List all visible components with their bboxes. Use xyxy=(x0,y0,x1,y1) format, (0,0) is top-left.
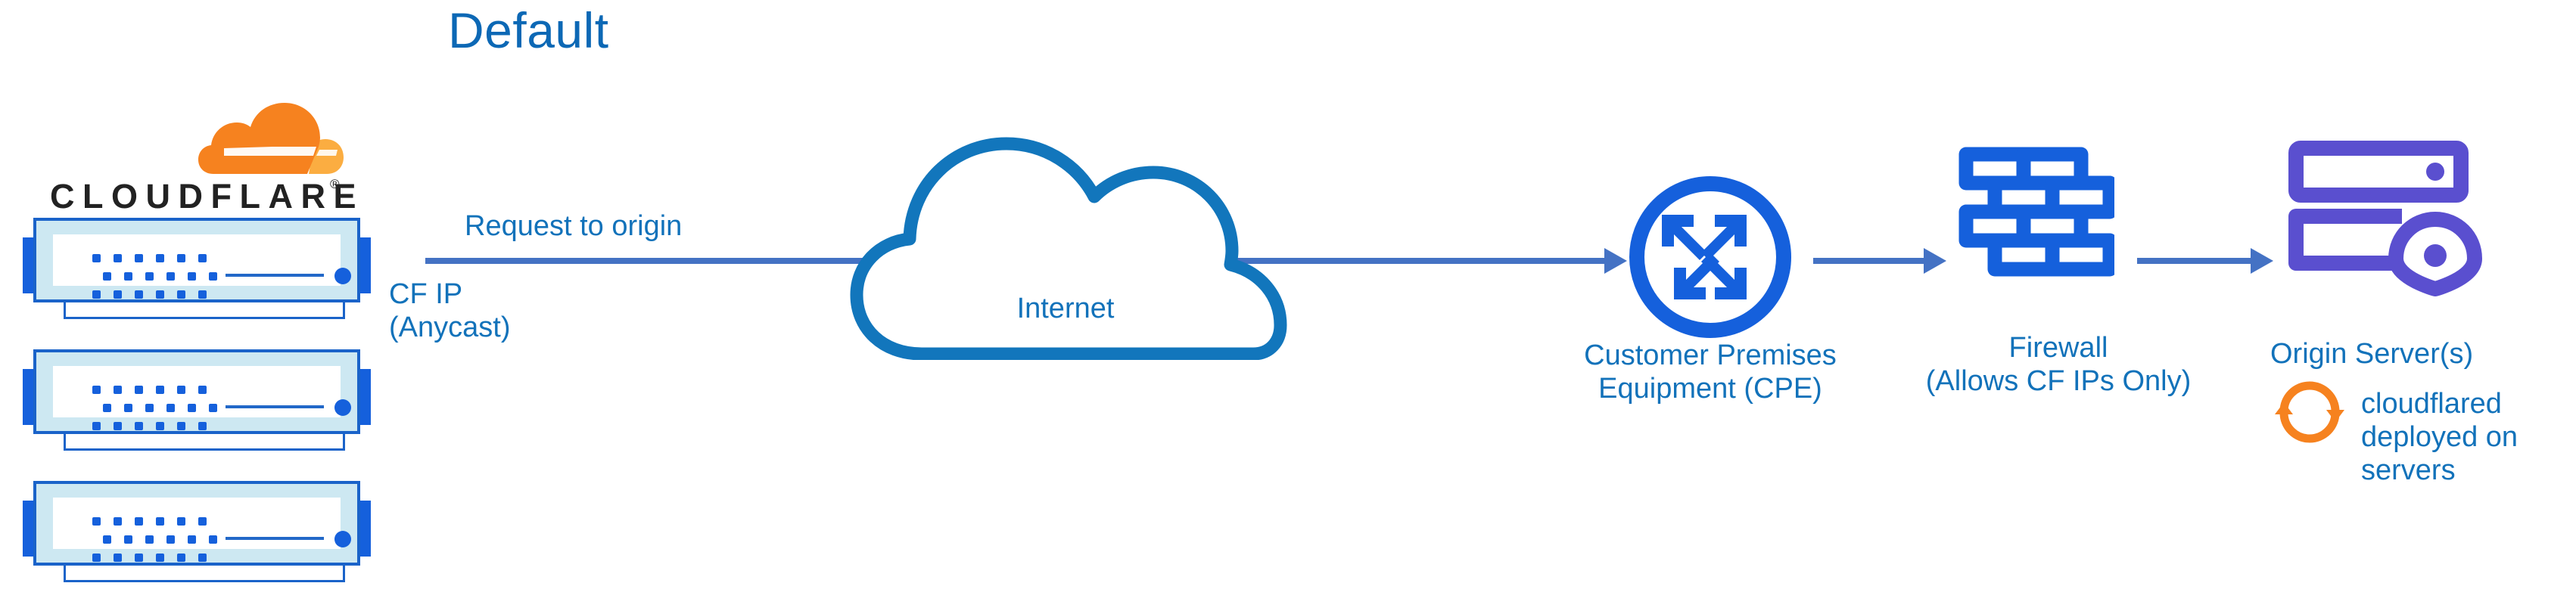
registered-trademark-symbol: ® xyxy=(330,177,340,191)
arrow-cpe-to-firewall-line xyxy=(1813,258,1924,264)
server-vent-dots-icon xyxy=(92,254,219,301)
sync-refresh-icon xyxy=(2273,378,2346,446)
server-faceplate xyxy=(53,234,351,299)
server-chassis xyxy=(33,481,360,566)
internet-cloud-icon xyxy=(846,110,1294,361)
server-faceplate xyxy=(53,498,351,562)
server-chassis xyxy=(33,218,360,302)
page-title: Default xyxy=(448,2,609,58)
server-led-indicator xyxy=(334,531,351,547)
cloudflare-edge-server-2 xyxy=(23,349,371,451)
internet-label: Internet xyxy=(1016,293,1115,324)
cpe-label: Customer Premises Equipment (CPE) xyxy=(1584,340,1837,405)
brick-wall-icon xyxy=(1958,147,2117,298)
server-status-bar xyxy=(226,274,324,277)
firewall-label: Firewall (Allows CF IPs Only) xyxy=(1925,332,2192,397)
server-shelf xyxy=(64,434,345,451)
cloudflare-cloud-logo-icon xyxy=(179,101,345,177)
arrow-cpe-to-firewall-head xyxy=(1924,248,1946,274)
server-faceplate xyxy=(53,366,351,430)
server-led-indicator xyxy=(334,268,351,284)
server-vent-dots-icon xyxy=(92,517,219,564)
server-shelf xyxy=(64,566,345,582)
router-icon xyxy=(1626,172,1795,342)
cloudflare-wordmark: CLOUDFLARE xyxy=(50,177,364,216)
server-status-bar xyxy=(226,405,324,408)
cloudflare-edge-server-1 xyxy=(23,218,371,319)
arrow-firewall-to-origin-line xyxy=(2137,258,2251,264)
server-shelf xyxy=(64,302,345,319)
origin-server-label: Origin Server(s) xyxy=(2270,338,2474,370)
arrow-firewall-to-origin-head xyxy=(2251,248,2273,274)
cloudflare-logo: CLOUDFLARE ® xyxy=(27,101,356,216)
server-led-indicator xyxy=(334,399,351,416)
server-stack-location-pin-icon xyxy=(2287,141,2491,299)
server-status-bar xyxy=(226,537,324,540)
request-to-origin-label: Request to origin xyxy=(465,210,683,242)
cloudflare-edge-server-3 xyxy=(23,481,371,582)
arrow-cf-to-cpe-head xyxy=(1604,248,1627,274)
cf-ip-anycast-label: CF IP (Anycast) xyxy=(389,278,511,343)
server-vent-dots-icon xyxy=(92,386,219,433)
server-chassis xyxy=(33,349,360,434)
cloudflared-annotation-label: cloudflared deployed on servers xyxy=(2361,388,2518,486)
